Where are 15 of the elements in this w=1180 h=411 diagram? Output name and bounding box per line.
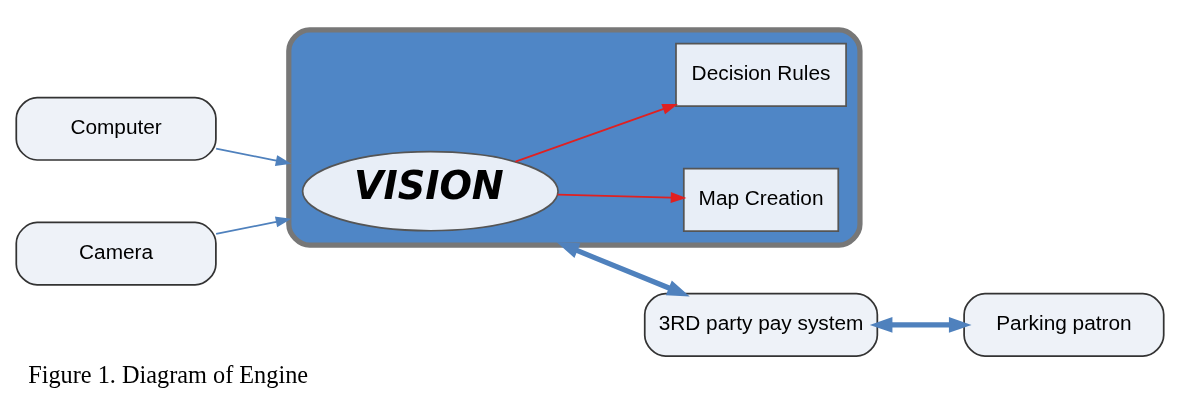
caption: Figure 1. Diagram of Engine — [28, 360, 309, 388]
node-box: 3RD party pay system — [643, 292, 879, 357]
arrow — [215, 216, 292, 235]
node-box: Decision Rules — [675, 42, 847, 107]
arrow — [556, 241, 690, 296]
cluster — [286, 26, 863, 248]
node-box: Computer — [15, 96, 217, 161]
arrow — [215, 147, 292, 166]
node-box: Map Creation — [682, 167, 840, 232]
arrow — [869, 316, 972, 333]
node-box: Camera — [15, 221, 217, 286]
arrow — [556, 191, 687, 203]
node-box: Parking patron — [963, 292, 1165, 357]
arrow — [514, 103, 678, 162]
node-ellipse: VISION — [301, 150, 559, 232]
